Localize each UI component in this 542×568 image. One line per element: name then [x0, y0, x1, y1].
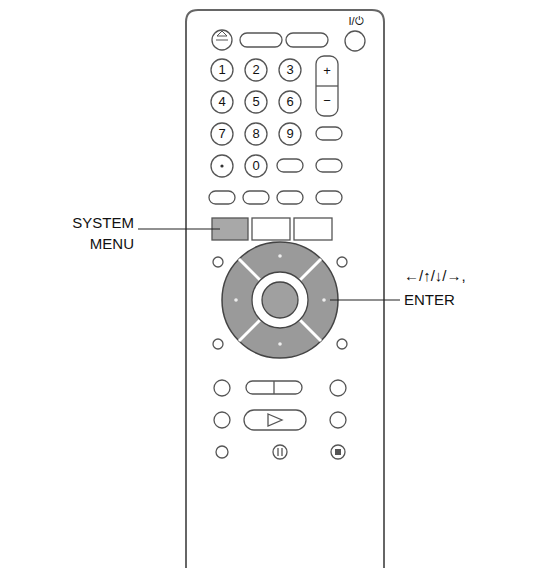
digit-button: [279, 59, 301, 81]
digit-button: [245, 123, 267, 145]
power-button: [345, 31, 365, 51]
button-label: 1: [210, 62, 234, 78]
button: [316, 127, 342, 140]
button: [337, 339, 347, 349]
button-label: +: [315, 63, 339, 79]
digit-button: [245, 59, 267, 81]
button: [277, 159, 303, 172]
button: [246, 381, 302, 394]
button: [286, 33, 328, 47]
button-label: −: [315, 93, 339, 109]
remote-body: [186, 10, 384, 568]
digit-button: [211, 91, 233, 113]
button: [243, 191, 269, 204]
digit-button: [211, 123, 233, 145]
button: [209, 191, 235, 204]
power-label: I/⏻: [336, 14, 376, 28]
volume-rocker: [316, 56, 338, 116]
pause-button: [273, 445, 287, 459]
button: [330, 412, 346, 428]
button: [213, 257, 223, 267]
button: [214, 412, 230, 428]
button: [252, 218, 290, 240]
button: [337, 257, 347, 267]
nav-ring: [222, 242, 338, 358]
button: [277, 191, 303, 204]
button-label: 7: [210, 126, 234, 142]
button: [316, 191, 342, 204]
button: [214, 380, 230, 396]
nav-inner-ring: [252, 272, 308, 328]
digit-button: [279, 123, 301, 145]
button-label: 2: [244, 62, 268, 78]
stop-button: [331, 445, 345, 459]
digit-button: [245, 155, 267, 177]
digit-button: [279, 91, 301, 113]
button-label: 5: [244, 94, 268, 110]
callout-label: ←/↑/↓/→, ENTER: [404, 264, 504, 312]
dot-button: [211, 155, 233, 177]
button-label: 9: [278, 126, 302, 142]
leader-line: [330, 299, 400, 300]
button-label: 3: [278, 62, 302, 78]
digit-button: [245, 91, 267, 113]
eject-button: [212, 30, 232, 50]
enter-button: [262, 282, 298, 318]
button: [294, 218, 332, 240]
button-label: 0: [244, 158, 268, 174]
callout-label: SYSTEM MENU: [52, 212, 134, 254]
button: [213, 339, 223, 349]
button: [316, 159, 342, 172]
button-label: 4: [210, 94, 234, 110]
button: [330, 380, 346, 396]
button: [216, 446, 228, 458]
button: [240, 33, 282, 47]
button-label: 6: [278, 94, 302, 110]
leader-line: [138, 228, 220, 229]
button-label: 8: [244, 126, 268, 142]
play-button: [244, 410, 306, 430]
digit-button: [211, 59, 233, 81]
